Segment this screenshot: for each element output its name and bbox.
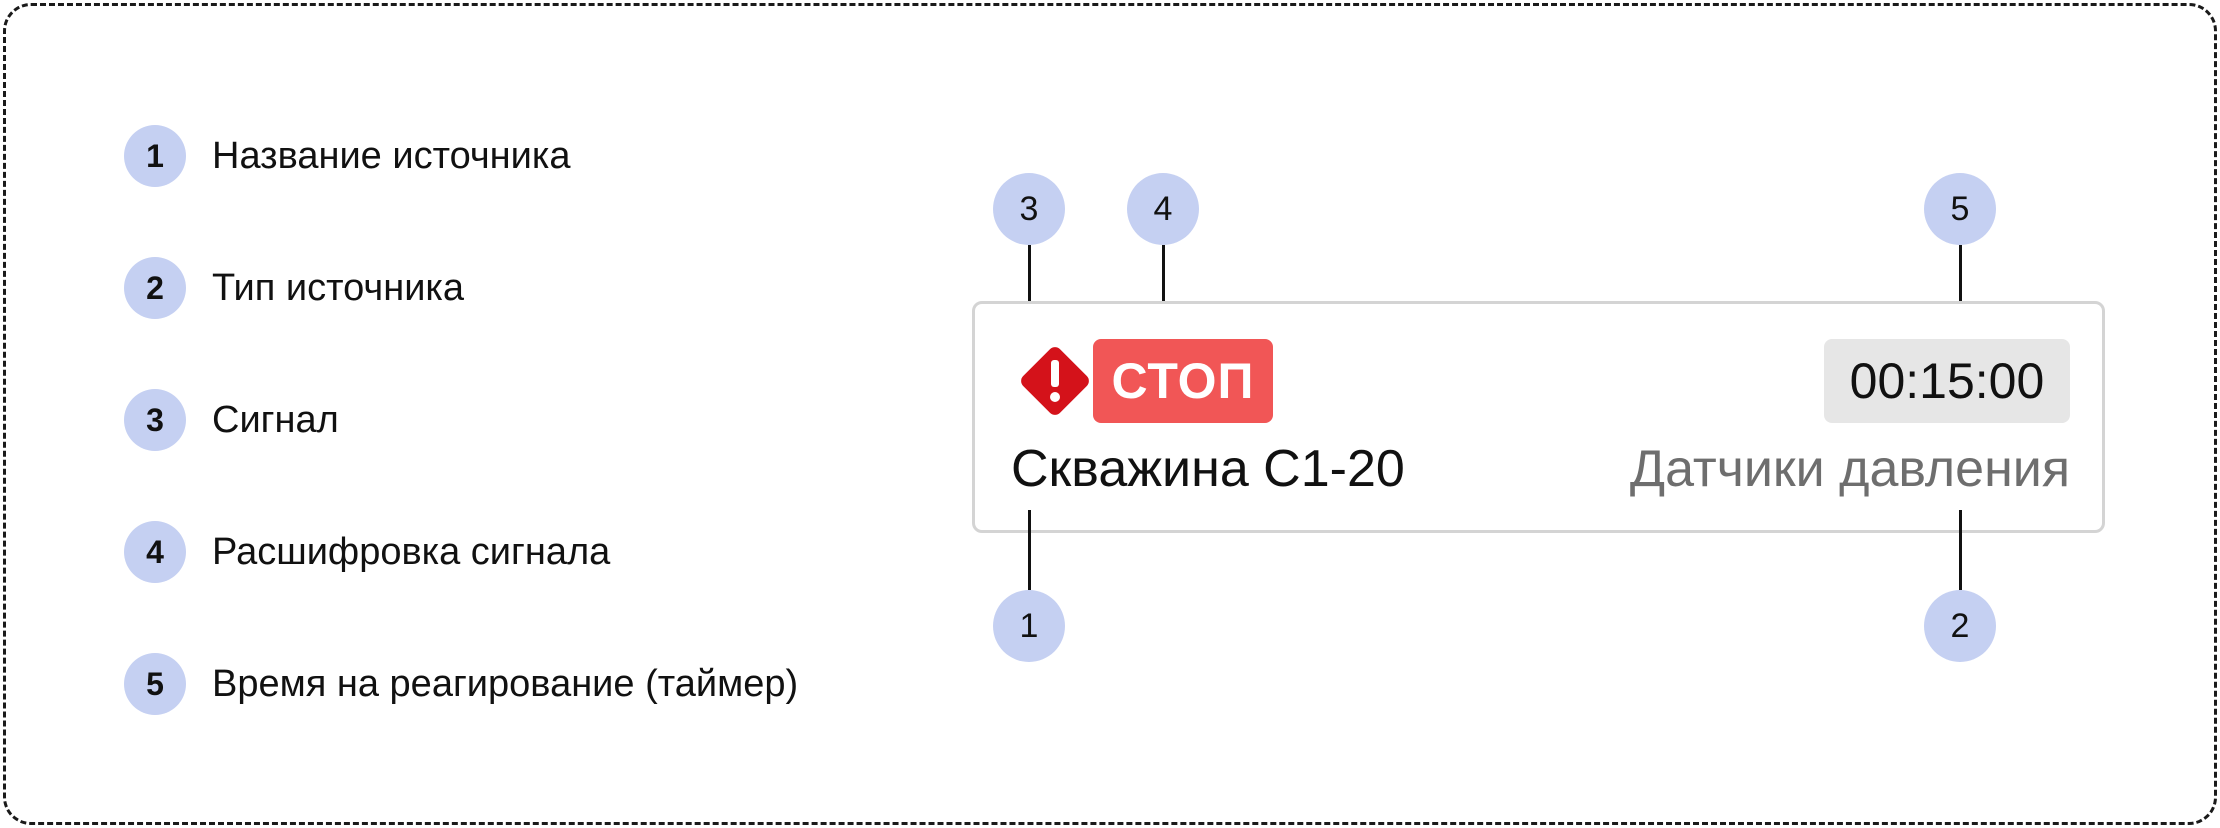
callout-source-name: 1 — [993, 590, 1065, 662]
legend-label: Название источника — [212, 134, 571, 177]
callout-timer: 5 — [1924, 173, 1996, 245]
callout-signal-label: 4 — [1127, 173, 1199, 245]
legend-label: Расшифровка сигнала — [212, 530, 611, 573]
legend-item-2: 2 Тип источника — [124, 256, 464, 320]
leader-line — [1959, 245, 1962, 317]
legend-number-badge: 3 — [124, 389, 186, 451]
leader-line — [1028, 510, 1031, 590]
alert-card[interactable]: СТОП 00:15:00 Скважина С1-20 Датчики дав… — [972, 301, 2105, 533]
leader-line — [1028, 245, 1031, 317]
legend-item-5: 5 Время на реагирование (таймер) — [124, 652, 798, 716]
legend-item-3: 3 Сигнал — [124, 388, 339, 452]
timer: 00:15:00 — [1824, 339, 2070, 423]
leader-line — [1959, 510, 1962, 590]
legend-number-badge: 4 — [124, 521, 186, 583]
legend-number-badge: 1 — [124, 125, 186, 187]
callout-signal: 3 — [993, 173, 1065, 245]
legend-label: Тип источника — [212, 266, 465, 309]
legend-item-1: 1 Название источника — [124, 124, 570, 188]
warning-diamond-icon — [1021, 347, 1089, 415]
source-name: Скважина С1-20 — [1011, 440, 1405, 498]
diagram-frame: 1 Название источника 2 Тип источника 3 С… — [3, 3, 2217, 825]
legend-number-badge: 5 — [124, 653, 186, 715]
signal-label-badge: СТОП — [1093, 339, 1273, 423]
legend-label: Сигнал — [212, 398, 339, 441]
legend-number-badge: 2 — [124, 257, 186, 319]
callout-source-type: 2 — [1924, 590, 1996, 662]
legend-item-4: 4 Расшифровка сигнала — [124, 520, 610, 584]
leader-line — [1162, 245, 1165, 317]
legend-label: Время на реагирование (таймер) — [212, 662, 799, 705]
source-type: Датчики давления — [1629, 440, 2070, 498]
